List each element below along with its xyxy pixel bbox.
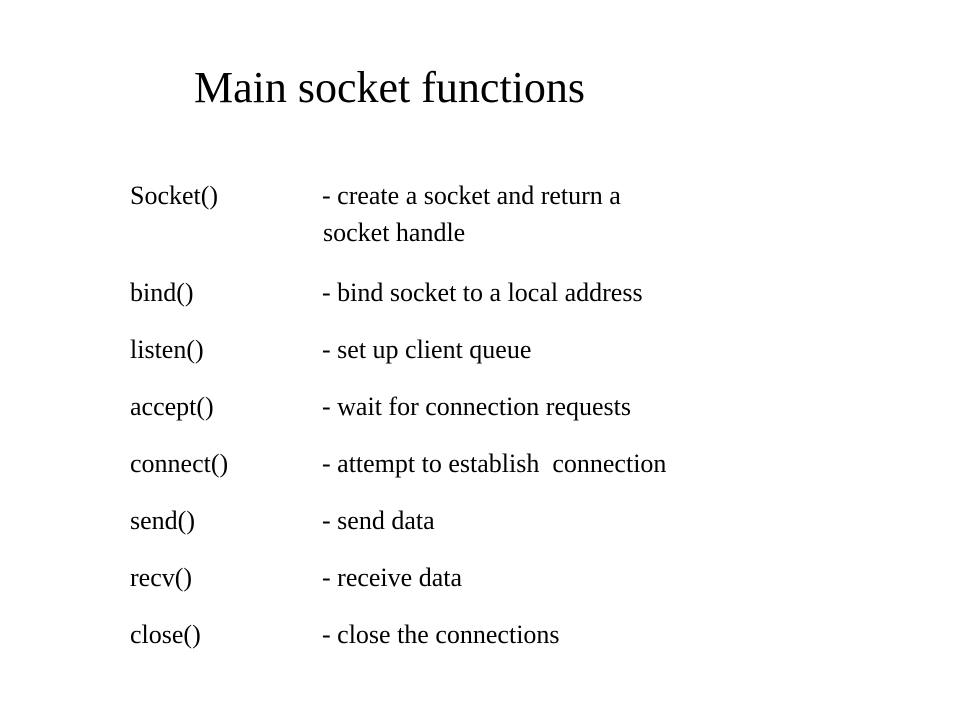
function-name: listen() [130, 335, 204, 364]
function-name: accept() [130, 392, 214, 421]
function-description: - set up client queue [322, 335, 532, 364]
function-description: - receive data [322, 563, 463, 592]
slide-title: Main socket functions [194, 63, 586, 112]
function-description: - close the connections [322, 620, 560, 649]
function-name: close() [130, 620, 201, 649]
function-description: - attempt to establish connection [322, 449, 667, 478]
function-description: - send data [322, 506, 435, 535]
function-description: - wait for connection requests [322, 392, 632, 421]
function-description-continuation: socket handle [323, 218, 466, 247]
function-name: connect() [130, 449, 229, 478]
function-name: bind() [130, 278, 194, 307]
function-name: Socket() [130, 181, 219, 210]
function-name: send() [130, 506, 195, 535]
function-description: - create a socket and return a [322, 181, 621, 210]
function-name: recv() [130, 563, 193, 592]
function-description: - bind socket to a local address [322, 278, 643, 307]
